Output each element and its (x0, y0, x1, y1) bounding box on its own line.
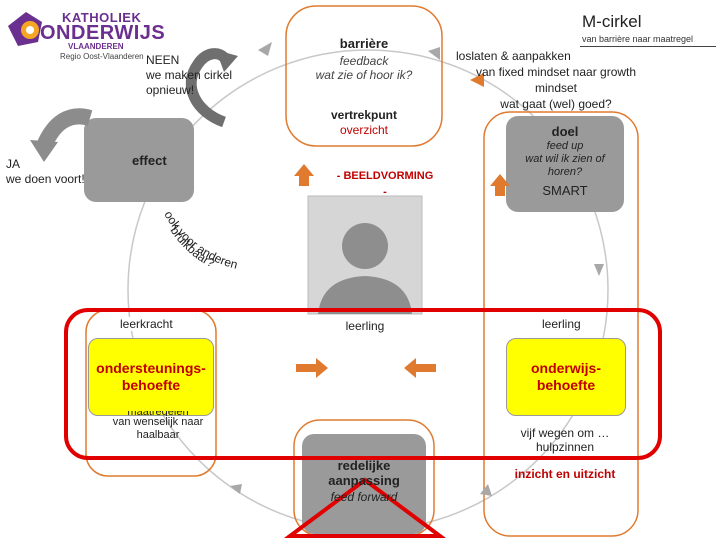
leerling-center-label: leerling (308, 316, 422, 336)
redelijke-feed-forward: feed forward (330, 490, 398, 504)
inzicht-label: inzicht en uitzicht (514, 467, 616, 481)
ondersteuning-box: ondersteunings- behoefte (88, 338, 214, 416)
loslaten-line-1: loslaten & aanpakken (456, 49, 571, 63)
logo-region: Regio Oost-Vlaanderen (60, 52, 144, 61)
haalbaar-line-1: van wenselijk naar (112, 416, 204, 428)
neen-line-3: opnieuw! (146, 83, 195, 97)
ondersteuning-line-2: behoefte (121, 377, 181, 393)
redelijke-line-2: aanpassing (328, 473, 400, 488)
doel-frame (483, 111, 639, 537)
beeldvorming-label: - BEELDVORMING (336, 170, 434, 182)
loslaten-text: loslaten & aanpakken van fixed mindset n… (456, 48, 656, 112)
loslaten-line-4: wat gaat (wel) goed? (500, 97, 612, 111)
doel-title: doel (551, 124, 579, 139)
leerkracht-label: leerkracht (118, 317, 175, 331)
ja-text: JA we doen voort! (6, 157, 85, 187)
logo-line-3: VLAANDEREN (68, 42, 124, 51)
doel-line-2: wat wil ik zien of (525, 153, 605, 165)
circle-arrows (230, 42, 604, 496)
barriere-title: barrière (339, 36, 389, 51)
neen-text: NEEN we maken cirkel opnieuw! (146, 53, 232, 98)
ja-loop-arrow (30, 108, 93, 162)
ja-line-1: JA (6, 157, 21, 171)
highlight-triangle (283, 477, 447, 538)
onderwijs-line-2: behoefte (536, 377, 596, 393)
vijf-line-2: hulpzinnen (535, 440, 595, 454)
logo-line-1: KATHOLIEK (62, 10, 142, 25)
doel-smart: SMART (542, 183, 588, 198)
vijf-text: vijf wegen om … hulpzinnen (500, 426, 630, 454)
logo: KATHOLIEK ONDERWIJS VLAANDEREN Regio Oos… (8, 8, 165, 61)
vertrekpunt-title: vertrekpunt (330, 108, 398, 122)
loslaten-line-2: van fixed mindset naar growth (475, 65, 637, 79)
page-title: M-cirkel (582, 12, 642, 31)
logo-line-2: ONDERWIJS (40, 22, 166, 44)
barriere-line-2: wat zie of hoor ik? (315, 68, 413, 82)
person-icon (307, 195, 423, 315)
orange-arrows (294, 73, 510, 378)
haalbaar-line-2: haalbaar (136, 429, 180, 441)
vertrekpunt-sub: overzicht (339, 123, 389, 137)
beeldvorming-dash: - (383, 186, 387, 198)
neen-loop-arrow (185, 48, 238, 128)
onderwijs-box: onderwijs- behoefte (506, 338, 626, 416)
curved-question: ook voor anderen bruikbaar? (161, 208, 239, 271)
effect-box (84, 118, 194, 202)
ja-line-2: we doen voort! (6, 172, 85, 186)
loslaten-line-3: mindset (534, 81, 578, 95)
doel-text: feed up wat wil ik zien of horen? (500, 140, 630, 179)
doel-box (506, 116, 624, 212)
doel-line-1: feed up (546, 140, 584, 152)
effect-label: effect (132, 153, 167, 168)
redelijke-line-1: redelijke (337, 458, 391, 473)
barriere-line-1: feedback (339, 54, 389, 68)
redelijke-text: redelijke aanpassing (302, 458, 426, 488)
haalbaar-line-0: maatregelen (96, 411, 220, 416)
highlight-frame (64, 308, 662, 460)
onderwijs-line-1: onderwijs- (530, 360, 601, 376)
leerling-right-label: leerling (540, 317, 583, 331)
haalbaar-text: maatregelen van wenselijk naar haalbaar (96, 411, 220, 442)
doel-line-3: horen? (547, 166, 583, 178)
ondersteuning-line-1: ondersteunings- (96, 360, 206, 376)
page-subtitle: van barrière naar maatregel (582, 34, 694, 44)
title-underline (580, 46, 716, 47)
neen-line-1: NEEN (146, 53, 180, 67)
vijf-line-1: vijf wegen om … (520, 426, 610, 440)
barriere-frame (285, 5, 443, 147)
logo-mark-icon (8, 12, 42, 46)
neen-line-2: we maken cirkel (146, 68, 233, 82)
